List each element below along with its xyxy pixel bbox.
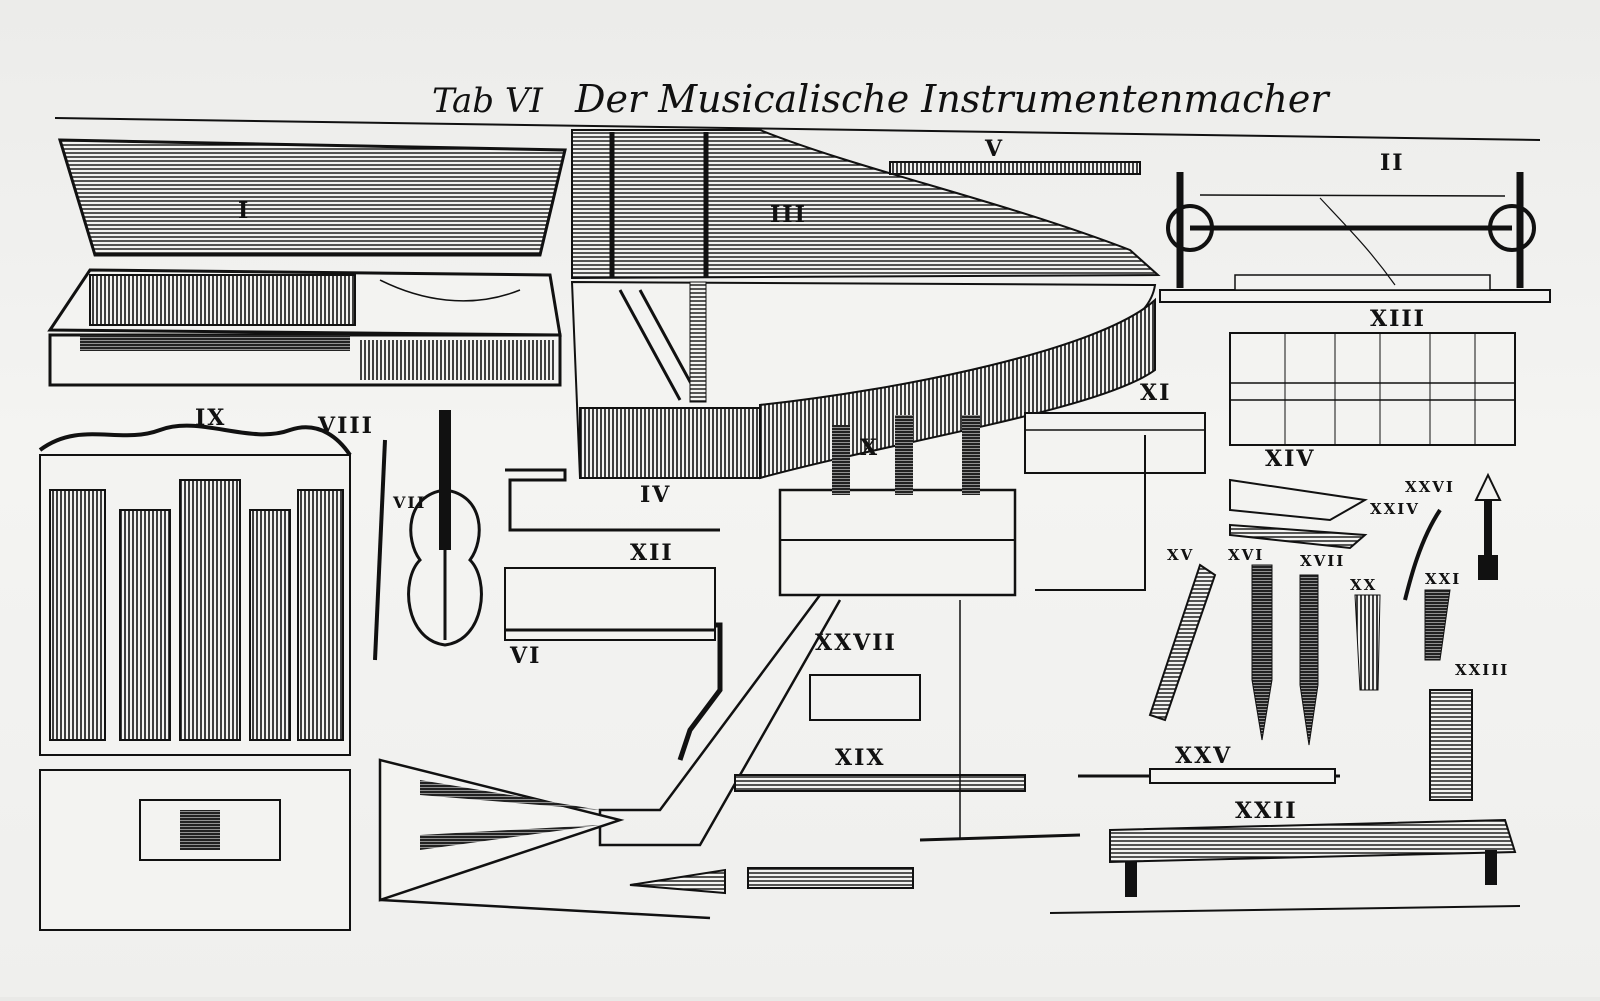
fig-XII-numeral: XII: [630, 540, 674, 566]
figure-XIX-tool: XIX: [734, 745, 1026, 792]
figure-XI-diagram: XI: [1024, 380, 1206, 591]
figure-V-rail: V: [889, 136, 1141, 175]
fig-XXII-numeral: XXII: [1235, 798, 1298, 824]
fig-X-numeral: X: [860, 435, 879, 461]
figure-XX-tool: XX: [1350, 576, 1381, 691]
figure-IX-organ: IX: [38, 405, 352, 931]
bellows-frame: [378, 758, 711, 920]
figure-XVII-chisel: XVII: [1299, 552, 1345, 746]
figure-X-jacks: X: [598, 415, 1017, 847]
fig-I-numeral: I: [238, 198, 250, 224]
fig-II-numeral: II: [1380, 150, 1405, 176]
fig-XXVI-numeral: XXVI: [1405, 478, 1455, 496]
top-rule: [54, 117, 1541, 141]
fig-VII-numeral: VII: [392, 493, 426, 512]
tab-number: Tab VI: [432, 81, 543, 121]
fig-XIX-numeral: XIX: [835, 745, 885, 771]
fig-IV-numeral: IV: [640, 482, 671, 508]
plate-heading: Der Musicalische Instrumentenmacher: [574, 77, 1331, 121]
figure-XIII-grid: XIII: [1229, 306, 1516, 446]
lower-parts: [629, 600, 1081, 895]
figure-XII-rail: XII VI: [504, 540, 723, 761]
fig-XVII-numeral: XVII: [1300, 552, 1345, 570]
figure-VII-violin: VII VIII: [317, 410, 483, 661]
fig-XXV-numeral: XXV: [1175, 743, 1232, 769]
fig-VI-numeral: VI: [509, 643, 541, 669]
figure-XXI-tool: XXI: [1424, 570, 1461, 661]
figure-XIV-plane: XIV: [1229, 446, 1369, 550]
figure-I-clavichord: I: [47, 138, 567, 387]
bottom-rule: [1049, 905, 1521, 914]
fig-XIII-numeral: XIII: [1370, 306, 1426, 332]
figure-III-harpsichord: III IV: [505, 129, 1161, 532]
fig-XXI-numeral: XXI: [1425, 570, 1461, 588]
fig-XX-numeral: XX: [1350, 576, 1377, 594]
plate-title: Tab VI Der Musicalische Instrumentenmach…: [432, 77, 1331, 121]
figure-XVI-chisel: XVI: [1228, 546, 1273, 741]
figure-XXIV-tool: XXIV: [1370, 500, 1442, 601]
fig-XXVII-numeral: XXVII: [815, 630, 897, 656]
figure-XXVI-tool: XXVI: [1405, 472, 1502, 580]
figure-II-winding-machine: II: [1159, 150, 1551, 303]
fig-XXIII-numeral: XXIII: [1455, 661, 1509, 679]
fig-III-numeral: III: [770, 202, 807, 228]
fig-XXIV-numeral: XXIV: [1370, 500, 1420, 518]
fig-VIII-numeral: VIII: [317, 413, 374, 439]
figure-XXVII-box: XXVII: [809, 630, 921, 721]
figure-XXII-bench: XXII: [1109, 798, 1517, 897]
fig-XI-numeral: XI: [1140, 380, 1171, 406]
fig-V-numeral: V: [984, 136, 1004, 162]
figure-XXV-rod: XXV: [1078, 743, 1340, 784]
figure-XXIII-rack: XXIII: [1429, 661, 1509, 801]
fig-XV-numeral: XV: [1167, 546, 1194, 564]
figure-XV-knife: XV: [1148, 546, 1217, 722]
fig-XVI-numeral: XVI: [1228, 546, 1264, 564]
fig-XIV-numeral: XIV: [1265, 446, 1315, 472]
fig-IX-numeral: IX: [195, 405, 226, 431]
